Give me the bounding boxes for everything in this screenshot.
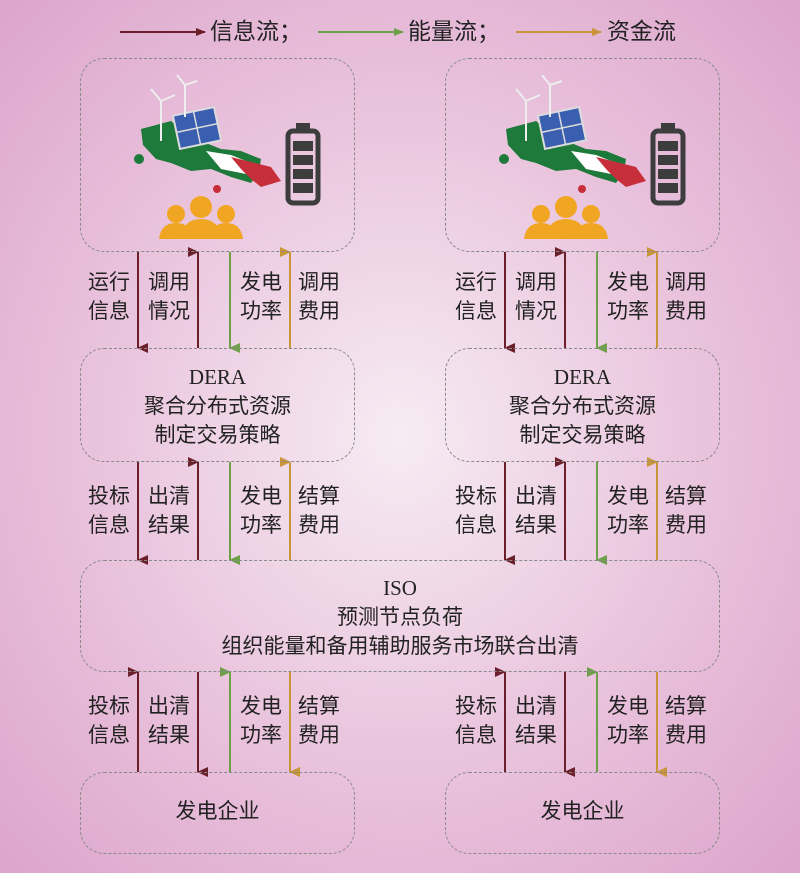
label-bid-info: 投标信息 bbox=[88, 484, 130, 537]
label-gen-power: 发电功率 bbox=[607, 694, 649, 747]
label-gen-power: 发电功率 bbox=[607, 270, 649, 323]
label-settle-cost: 结算费用 bbox=[298, 694, 340, 747]
label-clear-result: 出清结果 bbox=[148, 694, 190, 747]
der-cluster-box-left bbox=[80, 58, 355, 252]
dera-box-left: DERA 聚合分布式资源 制定交易策略 bbox=[80, 348, 355, 462]
battery-icon bbox=[650, 123, 686, 206]
label-run-info: 运行信息 bbox=[88, 270, 130, 323]
label-bid-info: 投标信息 bbox=[455, 694, 497, 747]
label-clear-result: 出清结果 bbox=[515, 694, 557, 747]
label-dispatch-cost: 调用费用 bbox=[298, 270, 340, 323]
legend: 信息流； 能量流； 资金流 bbox=[0, 16, 800, 50]
users-group-icon bbox=[524, 196, 608, 239]
generator-box-left: 发电企业 bbox=[80, 772, 355, 854]
iso-line1: 预测节点负荷 bbox=[337, 605, 463, 629]
der-cluster-box-right bbox=[445, 58, 720, 252]
label-dispatch: 调用情况 bbox=[148, 270, 190, 323]
label-dispatch-cost: 调用费用 bbox=[665, 270, 707, 323]
iso-name: ISO bbox=[383, 576, 417, 600]
label-gen-power: 发电功率 bbox=[240, 270, 282, 323]
map-with-renewables-icon bbox=[134, 74, 281, 193]
dera-line1: 聚合分布式资源 bbox=[509, 394, 656, 418]
dera-name: DERA bbox=[553, 365, 612, 389]
label-gen-power: 发电功率 bbox=[240, 484, 282, 537]
generator-label: 发电企业 bbox=[540, 799, 625, 823]
label-settle-cost: 结算费用 bbox=[665, 694, 707, 747]
battery-icon bbox=[285, 123, 321, 206]
label-bid-info: 投标信息 bbox=[455, 484, 497, 537]
dera-name: DERA bbox=[188, 365, 247, 389]
legend-energy-label: 能量流； bbox=[408, 19, 500, 44]
der-cluster-illustration bbox=[134, 74, 321, 239]
dera-line2: 制定交易策略 bbox=[154, 423, 281, 447]
dera-line2: 制定交易策略 bbox=[519, 423, 646, 447]
generator-label: 发电企业 bbox=[175, 799, 260, 823]
label-gen-power: 发电功率 bbox=[607, 484, 649, 537]
label-settle-cost: 结算费用 bbox=[665, 484, 707, 537]
der-cluster-illustration bbox=[499, 74, 686, 239]
dera-line1: 聚合分布式资源 bbox=[144, 394, 291, 418]
dera-box-right: DERA 聚合分布式资源 制定交易策略 bbox=[445, 348, 720, 462]
label-dispatch: 调用情况 bbox=[515, 270, 557, 323]
map-with-renewables-icon bbox=[499, 74, 646, 193]
label-gen-power: 发电功率 bbox=[240, 694, 282, 747]
label-clear-result: 出清结果 bbox=[148, 484, 190, 537]
label-bid-info: 投标信息 bbox=[88, 694, 130, 747]
label-clear-result: 出清结果 bbox=[515, 484, 557, 537]
iso-line2: 组织能量和备用辅助服务市场联合出清 bbox=[221, 634, 579, 658]
legend-info-label: 信息流； bbox=[210, 19, 302, 44]
legend-money-label: 资金流 bbox=[607, 19, 676, 44]
label-run-info: 运行信息 bbox=[455, 270, 497, 323]
generator-box-right: 发电企业 bbox=[445, 772, 720, 854]
users-group-icon bbox=[159, 196, 243, 239]
label-settle-cost: 结算费用 bbox=[298, 484, 340, 537]
iso-box: ISO 预测节点负荷 组织能量和备用辅助服务市场联合出清 bbox=[80, 560, 720, 672]
legend-arrows bbox=[120, 28, 602, 36]
